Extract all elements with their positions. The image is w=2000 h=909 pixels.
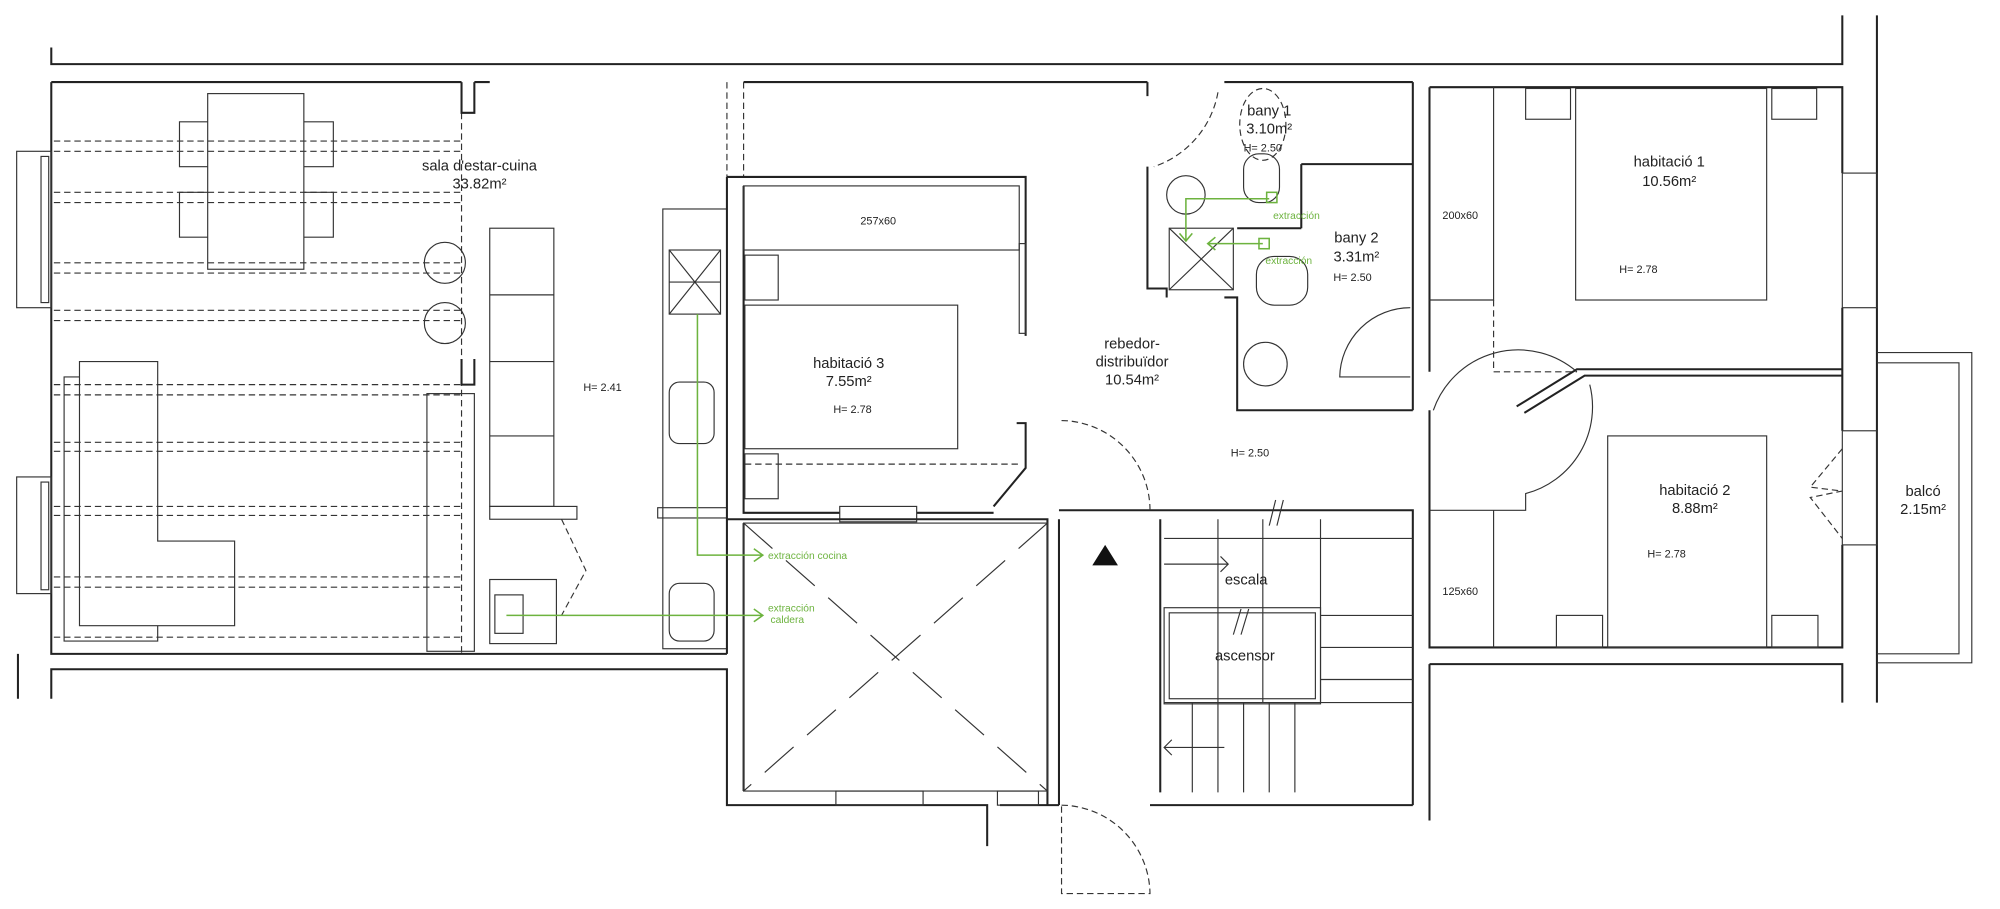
room-label-habitacio-3: 257x60 habitació 3 7.55m² H= 2.78	[813, 215, 896, 415]
room-name: rebedor-	[1104, 337, 1160, 353]
right-windows	[1809, 172, 1878, 546]
dining-table	[178, 93, 334, 270]
bedroom-3-walls	[725, 175, 1027, 654]
room-height: H= 2.78	[1647, 549, 1685, 561]
room-height: H= 2.78	[1619, 264, 1657, 276]
room-name: habitació 3	[813, 356, 884, 372]
room-name: bany 2	[1334, 230, 1378, 246]
room-area: 7.55m²	[826, 374, 872, 390]
room-name: habitació 2	[1659, 483, 1730, 499]
room-area: 3.10m²	[1246, 121, 1292, 137]
extraction-kitchen-label: extracción cocina	[768, 551, 847, 562]
extraction-label: extracción	[1265, 256, 1312, 267]
room-area: 33.82m²	[452, 176, 506, 192]
room-area: 10.54m²	[1105, 373, 1159, 389]
extraction-boiler-label: extracción	[768, 604, 815, 615]
sofa	[63, 360, 475, 652]
wardrobe-size: 257x60	[860, 215, 896, 227]
room-area: 3.31m²	[1333, 250, 1379, 266]
balcony	[1876, 352, 1973, 664]
elevator-label: ascensor	[1215, 648, 1275, 664]
room-label-bany-1: bany 1 3.10m² H= 2.50 extracción	[1244, 103, 1321, 222]
room-area: 10.56m²	[1642, 174, 1696, 190]
room-height: H= 2.78	[833, 404, 871, 416]
room-name: bany 1	[1247, 103, 1291, 119]
room-area: 8.88m²	[1672, 501, 1718, 517]
kitchen-counter	[423, 82, 728, 650]
room-name: distribuïdor	[1096, 355, 1169, 371]
bathrooms	[1146, 82, 1413, 412]
bedroom-2-furniture	[1493, 435, 1819, 649]
bedroom-1-furniture	[1429, 87, 1818, 373]
room-name: habitació 1	[1634, 155, 1705, 171]
room-label-bany-2: bany 2 3.31m² H= 2.50 extracción	[1265, 230, 1379, 283]
stair-core	[726, 419, 1414, 895]
wardrobe-size: 200x60	[1442, 210, 1478, 222]
wardrobe-size: 125x60	[1442, 586, 1478, 598]
room-label-rebedor: rebedor- distribuïdor 10.54m² H= 2.50	[1096, 337, 1270, 460]
room-height: H= 2.50	[1231, 447, 1269, 459]
extraction-ducts	[506, 191, 1278, 623]
room-label-sala: sala d'estar-cuina 33.82m² H= 2.41	[422, 159, 622, 395]
room-name: balcó	[1905, 484, 1940, 500]
extraction-boiler-label: caldera	[771, 615, 805, 626]
room-area: 2.15m²	[1900, 502, 1946, 518]
room-height: H= 2.50	[1244, 142, 1282, 154]
exterior-walls	[16, 15, 1878, 847]
room-label-habitacio-2: habitació 2 8.88m² H= 2.78 125x60	[1442, 483, 1730, 598]
stair-label: escala	[1225, 573, 1268, 589]
room-height: H= 2.41	[583, 382, 621, 394]
room-height: H= 2.50	[1333, 272, 1371, 284]
bedroom-doors	[1429, 349, 1843, 511]
room-name: sala d'estar-cuina	[422, 159, 538, 175]
room-label-balco: balcó 2.15m²	[1900, 484, 1946, 518]
entrance-arrow-icon	[1092, 544, 1118, 566]
room-label-habitacio-1: habitació 1 10.56m² H= 2.78 200x60	[1442, 155, 1704, 276]
left-windows	[16, 150, 52, 595]
extraction-label: extracción	[1273, 211, 1320, 222]
